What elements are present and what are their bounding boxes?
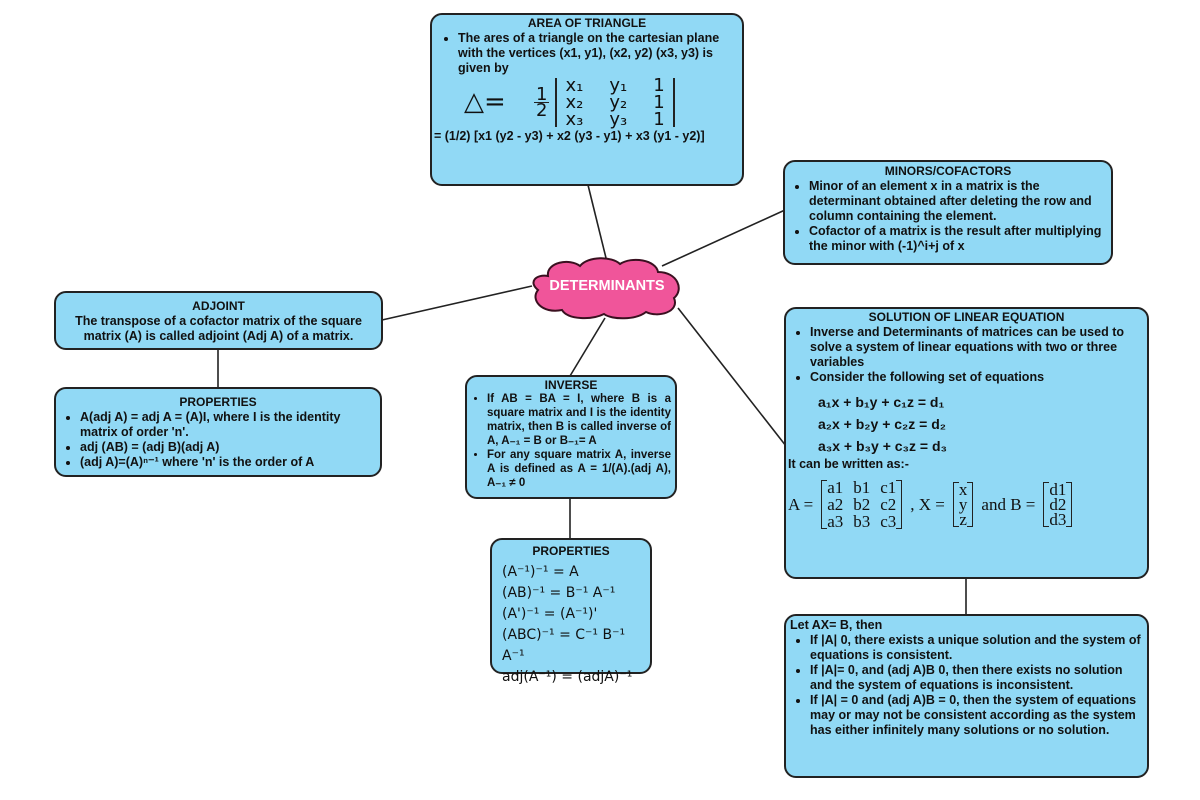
- adjoint-property: (adj A)=(A)ⁿ⁻¹ where 'n' is the order of…: [80, 455, 372, 470]
- cases-node: Let AX= B, then If |A| 0, there exists a…: [784, 614, 1149, 778]
- matrix-cell: 1: [653, 75, 665, 96]
- triangle-matrix: x₁ y₁ 1 x₂ y₂ 1 x₃ y₃ 1: [555, 75, 675, 130]
- inverse-title: INVERSE: [544, 378, 598, 392]
- connector-adjoint: [381, 285, 533, 321]
- matrix-cell: a3: [827, 512, 844, 531]
- matrix-form: A = a1 b1 c1 a2 b2 c2 a3 b3 c3 , X = x y…: [788, 478, 1145, 531]
- vector-cell: d1: [1049, 480, 1067, 499]
- solution-bullet: Consider the following set of equations: [810, 370, 1145, 385]
- inverse-node: INVERSE If AB = BA = I, where B is a squ…: [465, 375, 677, 499]
- cloud-shape: [532, 257, 680, 320]
- adjoint-property: A(adj A) = adj A = (A)I, where I is the …: [80, 410, 372, 440]
- connector-inverse: [569, 317, 606, 377]
- adjoint-properties-node: PROPERTIES A(adj A) = adj A = (A)I, wher…: [54, 387, 382, 477]
- matrix-cell: 1: [653, 92, 665, 113]
- fraction-denominator: 2: [536, 100, 548, 121]
- solution-title: SOLUTION OF LINEAR EQUATION: [868, 310, 1065, 324]
- adjoint-text: The transpose of a cofactor matrix of th…: [75, 314, 362, 343]
- vector-cell: d3: [1049, 510, 1067, 529]
- inverse-bullet: For any square matrix A, inverse A is de…: [487, 448, 671, 490]
- delta-symbol: △=: [464, 87, 506, 117]
- vector-cell: x: [958, 480, 968, 499]
- inverse-bullet: If AB = BA = I, where B is a square matr…: [487, 392, 671, 448]
- center-node: DETERMINANTS: [528, 256, 686, 320]
- matrix-cell: x₂: [565, 92, 584, 113]
- center-label: DETERMINANTS: [549, 278, 665, 294]
- case-bullet: If |A| = 0 and (adj A)B = 0, then the sy…: [810, 693, 1143, 738]
- vector-cell: z: [959, 510, 967, 529]
- minors-title: MINORS/COFACTORS: [884, 164, 1012, 178]
- fraction-numerator: 1: [534, 84, 550, 105]
- cases-intro: Let AX= B, then: [790, 618, 883, 632]
- adjoint-title: ADJOINT: [192, 299, 245, 313]
- equation: a₂x + b₂y + c₂z = d₂: [818, 416, 946, 432]
- minors-bullet: Minor of an element x in a matrix is the…: [809, 179, 1103, 224]
- matrix-cell: b1: [853, 478, 871, 497]
- B-label: and B =: [981, 495, 1036, 514]
- inverse-property: (AB)⁻¹ = B⁻¹ A⁻¹: [502, 585, 616, 601]
- X-label: , X =: [910, 495, 945, 514]
- solution-bullet: Inverse and Determinants of matrices can…: [810, 325, 1145, 370]
- solution-node: SOLUTION OF LINEAR EQUATION Inverse and …: [784, 307, 1149, 579]
- inverse-property: (A⁻¹)⁻¹ = A: [502, 564, 579, 580]
- inverse-property: (ABC)⁻¹ = C⁻¹ B⁻¹ A⁻¹: [502, 627, 626, 664]
- connector-minors: [661, 209, 786, 267]
- adjoint-property: adj (AB) = (adj B)(adj A): [80, 440, 372, 455]
- case-bullet: If |A|= 0, and (adj A)B 0, then there ex…: [810, 663, 1143, 693]
- half-fraction: 1 2: [534, 84, 550, 121]
- area-bullet: The ares of a triangle on the cartesian …: [458, 31, 740, 76]
- matrix-cell: b2: [853, 495, 871, 514]
- X-vector: x y z: [952, 480, 974, 529]
- matrix-cell: a2: [827, 495, 844, 514]
- matrix-cell: c3: [880, 512, 897, 531]
- B-vector: d1 d2 d3: [1043, 480, 1073, 529]
- minors-node: MINORS/COFACTORS Minor of an element x i…: [783, 160, 1113, 265]
- area-determinant: △= 1 2 x₁ y₁ 1 x₂ y₂ 1 x₃ y₃ 1: [464, 75, 740, 130]
- inverse-property: (A')⁻¹ = (A⁻¹)': [502, 606, 598, 622]
- area-of-triangle-node: AREA OF TRIANGLE The ares of a triangle …: [430, 13, 744, 186]
- A-label: A =: [788, 495, 814, 514]
- equation: a₃x + b₃y + c₃z = d₃: [818, 438, 948, 454]
- matrix-cell: c2: [880, 495, 897, 514]
- connector-area: [587, 184, 607, 259]
- vector-cell: y: [958, 495, 968, 514]
- A-matrix: a1 b1 c1 a2 b2 c2 a3 b3 c3: [821, 478, 903, 531]
- area-formula: = (1/2) [x1 (y2 - y3) + x2 (y3 - y1) + x…: [434, 129, 705, 143]
- matrix-cell: x₃: [565, 109, 584, 130]
- adjoint-node: ADJOINT The transpose of a cofactor matr…: [54, 291, 383, 350]
- inverse-property: adj(A⁻¹) = (adjA)⁻¹: [502, 669, 633, 685]
- case-bullet: If |A| 0, there exists a unique solution…: [810, 633, 1143, 663]
- vector-cell: d2: [1049, 495, 1067, 514]
- matrix-cell: a1: [827, 478, 844, 497]
- area-title: AREA OF TRIANGLE: [527, 16, 647, 30]
- matrix-cell: y₂: [609, 92, 628, 113]
- matrix-cell: y₁: [609, 75, 628, 96]
- connector-solution: [677, 307, 787, 447]
- matrix-cell: x₁: [565, 75, 584, 96]
- matrix-cell: b3: [853, 512, 871, 531]
- inverse-properties-title: PROPERTIES: [532, 544, 610, 558]
- equation: a₁x + b₁y + c₁z = d₁: [818, 394, 945, 410]
- matrix-cell: c1: [880, 478, 897, 497]
- minors-bullet: Cofactor of a matrix is the result after…: [809, 224, 1103, 254]
- matrix-cell: 1: [653, 109, 665, 130]
- written-as-label: It can be written as:-: [788, 457, 909, 471]
- inverse-properties-node: PROPERTIES (A⁻¹)⁻¹ = A (AB)⁻¹ = B⁻¹ A⁻¹ …: [490, 538, 652, 685]
- matrix-cell: y₃: [609, 109, 628, 130]
- adjoint-properties-title: PROPERTIES: [179, 395, 257, 409]
